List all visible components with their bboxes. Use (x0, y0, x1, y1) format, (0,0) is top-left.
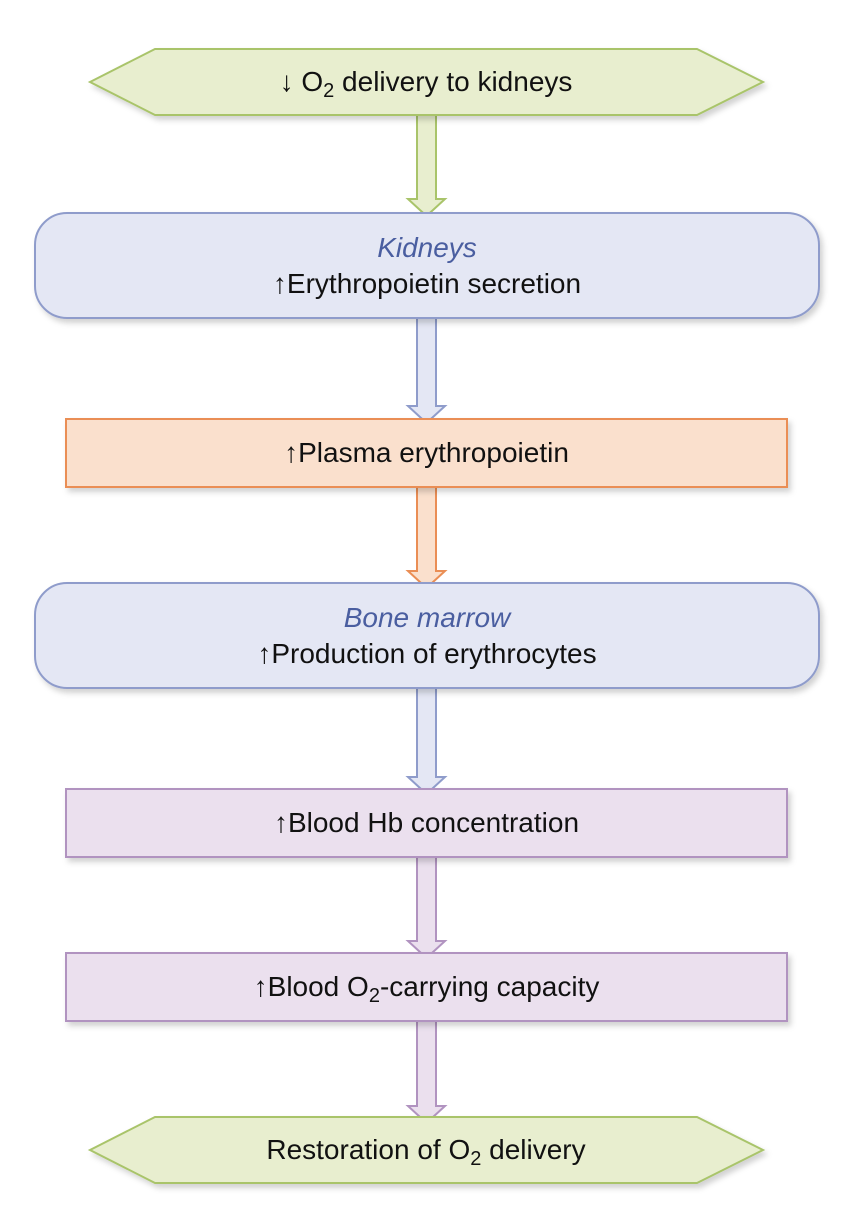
plasma-effect-text: Plasma erythropoietin (298, 437, 569, 468)
up-arrow-icon: ↑ (257, 637, 272, 669)
end-hexagon (87, 1116, 766, 1184)
start-text-suffix: delivery to kidneys (334, 66, 573, 97)
hb-box (65, 788, 788, 858)
end-text-suffix: delivery (481, 1134, 586, 1165)
start-text-subscript: 2 (323, 80, 335, 102)
arrow-start-to-kidneys (405, 114, 448, 218)
up-arrow-icon: ↑ (284, 437, 299, 468)
end-label: Restoration of O2 delivery (155, 1117, 697, 1183)
end-text: Restoration of O2 delivery (266, 1132, 586, 1170)
up-arrow-icon: ↑ (272, 267, 287, 299)
kidneys-effect: ↑Erythropoietin secretion (273, 266, 581, 302)
bone-marrow-effect-text: Production of erythrocytes (271, 637, 597, 669)
end-text-subscript: 2 (470, 1148, 482, 1170)
capacity-text-suffix: -carrying capacity (379, 971, 600, 1002)
hb-label: ↑Blood Hb concentration (66, 789, 787, 857)
start-label: ↓ O2 delivery to kidneys (155, 49, 697, 115)
kidneys-label: Kidneys ↑Erythropoietin secretion (35, 213, 819, 318)
bone-marrow-effect: ↑Production of erythrocytes (257, 636, 596, 672)
plasma-box (65, 418, 788, 488)
up-arrow-icon: ↑ (273, 807, 288, 838)
arrow-capacity-to-end (405, 1020, 448, 1125)
arrow-bone-marrow-to-hb (405, 687, 448, 796)
plasma-label: ↑Plasma erythropoietin (66, 419, 787, 487)
bone-marrow-label: Bone marrow ↑Production of erythrocytes (35, 583, 819, 688)
kidneys-box (34, 212, 820, 319)
capacity-label: ↑Blood O2-carrying capacity (66, 953, 787, 1021)
capacity-text-prefix: Blood O (267, 971, 369, 1002)
up-arrow-icon: ↑ (253, 971, 268, 1002)
capacity-text-subscript: 2 (368, 985, 380, 1007)
hb-effect-text: Blood Hb concentration (287, 807, 580, 838)
bone-marrow-organ-name: Bone marrow (343, 601, 511, 633)
bone-marrow-box (34, 582, 820, 689)
down-arrow-icon: ↓ (279, 66, 294, 97)
plasma-effect: ↑Plasma erythropoietin (284, 435, 569, 471)
kidneys-organ-name: Kidneys (377, 231, 477, 263)
arrow-hb-to-capacity (405, 856, 448, 960)
arrow-plasma-to-bone-marrow (405, 486, 448, 590)
capacity-box (65, 952, 788, 1022)
kidneys-effect-text: Erythropoietin secretion (286, 267, 582, 299)
hb-effect: ↑Blood Hb concentration (274, 805, 579, 841)
capacity-effect: ↑Blood O2-carrying capacity (253, 969, 600, 1007)
start-text-prefix: O (301, 66, 324, 97)
start-hexagon (87, 48, 766, 116)
end-text-prefix: Restoration of O (266, 1134, 471, 1165)
arrow-kidneys-to-plasma (405, 317, 448, 425)
start-text: ↓ O2 delivery to kidneys (279, 64, 573, 102)
